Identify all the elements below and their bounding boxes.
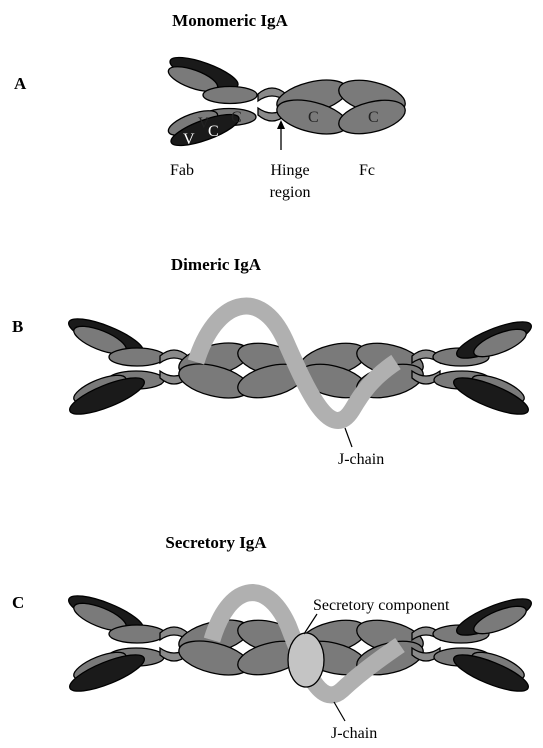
fab-label: Fab bbox=[170, 162, 194, 179]
j-chain-label-b: J-chain bbox=[338, 451, 384, 468]
domain-label-v: V bbox=[183, 131, 195, 148]
monomeric-iga-molecule: V C V C C C bbox=[165, 51, 408, 151]
secretory-component-shape bbox=[288, 633, 324, 687]
hinge-arrow bbox=[277, 120, 285, 150]
panel-a-title: Monomeric IgA bbox=[172, 11, 288, 30]
j-chain-label-c: J-chain bbox=[331, 725, 377, 742]
domain-label-v-heavy: V bbox=[198, 115, 210, 132]
domain-label-c-fc1: C bbox=[308, 109, 319, 126]
right-fab-pair bbox=[433, 315, 535, 421]
left-fab-pair bbox=[65, 312, 165, 421]
domain-label-c-light: C bbox=[208, 123, 219, 140]
fab-upper bbox=[165, 51, 257, 103]
left-fab-pair-c bbox=[65, 589, 165, 698]
j-chain-pointer bbox=[345, 428, 352, 447]
panel-c-title: Secretory IgA bbox=[165, 533, 267, 552]
panel-b-letter: B bbox=[12, 317, 23, 336]
secretory-iga-molecule bbox=[65, 589, 535, 721]
hinge-label-line2: region bbox=[270, 184, 311, 201]
fc-region-shape bbox=[273, 74, 408, 141]
panel-a: Monomeric IgA A V bbox=[14, 11, 409, 201]
panel-b-title: Dimeric IgA bbox=[171, 255, 262, 274]
domain-label-c-fc2: C bbox=[368, 109, 379, 126]
fc-label: Fc bbox=[359, 162, 375, 179]
dimeric-iga-molecule bbox=[65, 306, 535, 447]
panel-c-letter: C bbox=[12, 593, 24, 612]
domain-label-c-heavy: C bbox=[231, 109, 242, 126]
j-chain-pointer-c bbox=[334, 702, 345, 721]
secretory-component-label: Secretory component bbox=[313, 597, 450, 614]
panel-c: Secretory IgA C bbox=[12, 533, 535, 742]
panel-b: Dimeric IgA B bbox=[12, 255, 535, 468]
hinge-label-line1: Hinge bbox=[270, 162, 309, 179]
panel-a-letter: A bbox=[14, 74, 27, 93]
